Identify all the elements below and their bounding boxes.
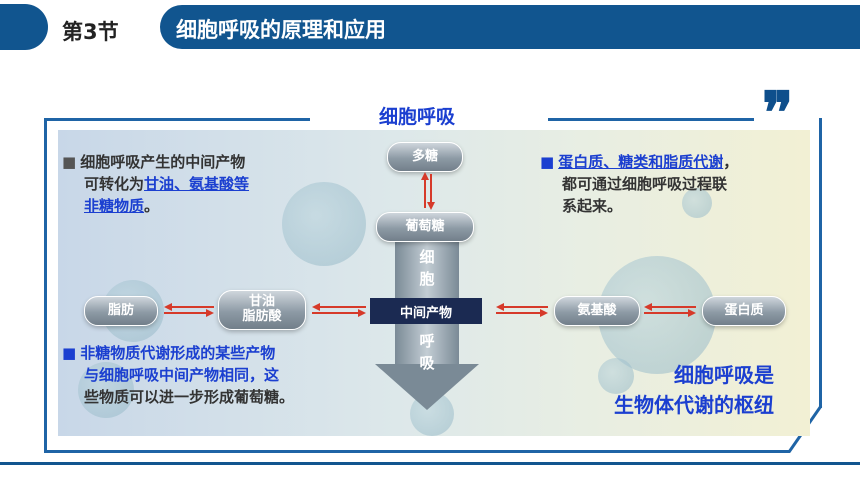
virus-decoration [282,182,366,266]
highlight-text: 蛋白质、糖类和脂质代谢 [558,153,724,171]
bullet-icon: ■ [540,153,555,171]
node-protein: 蛋白质 [702,296,786,326]
highlight-text: 非糖物质 [84,197,145,215]
respiration-arrow-shaft [395,226,459,366]
text-line: 都可通过细胞呼吸过程联 [562,175,728,193]
arrow-label-char: 细 [419,248,435,266]
conclusion-text: 细胞呼吸是 生物体代谢的枢纽 [540,360,774,420]
node-amino-acid: 氨基酸 [554,296,640,326]
arrow-glycerol-intermediate [312,302,366,318]
arrow-label-char: 胞 [419,270,435,288]
text-line: 。 [144,197,160,215]
header-title-bar [160,5,860,49]
arrow-amino-protein [644,302,696,318]
arrow-label-char: 吸 [419,354,435,372]
frame-left [44,118,47,453]
text-line: ， [723,153,739,171]
text-line: 些物质可以进一步形成葡萄糖。 [84,388,295,406]
frame-bottom [44,450,790,453]
frame-top-right [548,118,754,121]
text-line: 与细胞呼吸中间产物相同，这 [84,366,280,384]
virus-decoration [682,188,712,218]
node-polysaccharide: 多糖 [387,142,463,172]
node-fatty-acid-label: 脂肪酸 [242,309,282,324]
text-right-top: ■蛋白质、糖类和脂质代谢， 都可通过细胞呼吸过程联 系起来。 [540,151,820,217]
virus-decoration [598,358,634,394]
text-line: 系起来。 [562,197,623,215]
arrow-intermediate-amino [496,302,548,318]
highlight-text: 甘油、氨基酸等 [144,175,250,193]
text-left-top: ■细胞呼吸产生的中间产物 可转化为甘油、氨基酸等 非糖物质。 [62,151,352,217]
text-left-bottom: ■非糖物质代谢形成的某些产物 与细胞呼吸中间产物相同，这 些物质可以进一步形成葡… [62,342,362,408]
bullet-icon: ■ [62,153,77,171]
frame-top-left [44,118,310,121]
node-intermediate: 中间产物 [370,298,482,324]
arrow-label-char: 呼 [419,332,435,350]
virus-decoration [78,362,134,418]
text-line: 可转化为 [84,175,145,193]
bullet-icon: ■ [62,344,77,362]
respiration-arrow-head [375,364,479,410]
text-line: 非糖物质代谢形成的某些产物 [80,344,276,362]
arrow-fat-glycerol [164,302,214,318]
frame-right [819,118,822,408]
node-fat: 脂肪 [84,296,158,326]
section-number: 第3节 [62,20,119,44]
footer-rule [0,462,860,465]
panel-title: 细胞呼吸 [379,106,456,128]
node-glycerol-label: 甘油 [248,294,275,310]
page-title: 细胞呼吸的原理和应用 [176,18,386,42]
node-glucose: 葡萄糖 [376,212,474,242]
node-glycerol-fatty-acid: 甘油 脂肪酸 [218,290,306,330]
header-left-tab [0,4,48,50]
arrow-polysaccharide-glucose [418,172,438,210]
conclusion-line: 细胞呼吸是 [674,363,774,387]
conclusion-line: 生物体代谢的枢纽 [614,393,774,417]
text-line: 细胞呼吸产生的中间产物 [80,153,246,171]
